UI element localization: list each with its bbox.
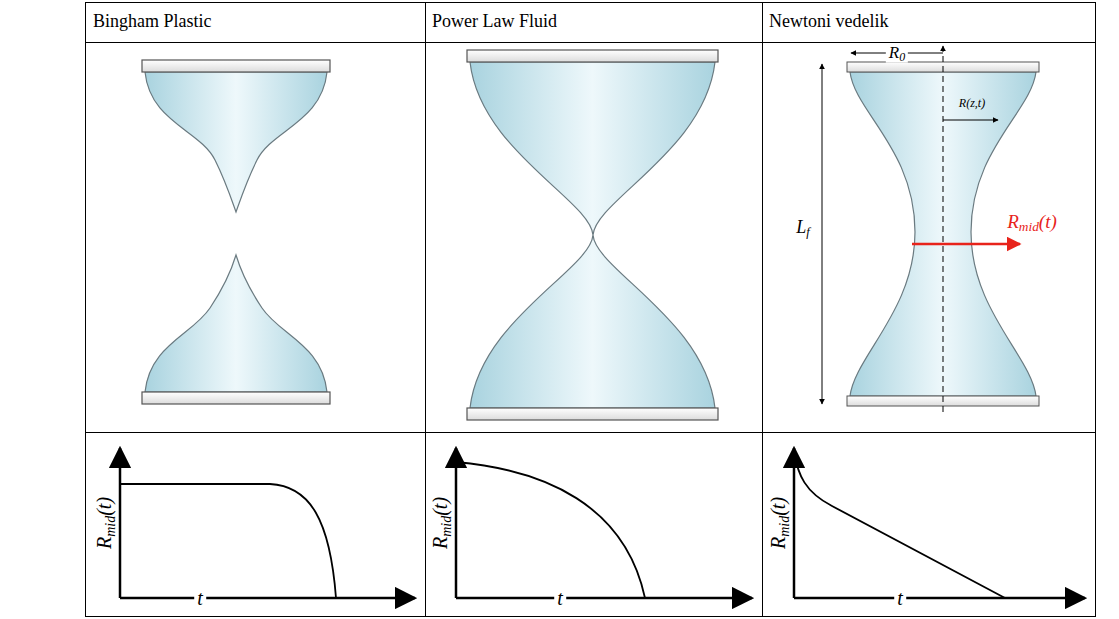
length-dimension [822, 64, 823, 225]
radius-arrow [943, 120, 998, 121]
radius-curve [120, 452, 1005, 598]
mid-radius-arrow [912, 243, 1020, 246]
column-header: Power Law Fluid [432, 12, 557, 32]
axis-label: t [894, 587, 906, 609]
axis-label: Rmid(t) [767, 497, 789, 549]
dimension-label: R(z,t) [959, 97, 985, 110]
column-header: Bingham Plastic [93, 12, 212, 32]
length-dimension [822, 225, 823, 404]
axis-label: t [194, 587, 206, 609]
axis-label: Rmid(t) [93, 497, 115, 549]
axis-label: t [554, 587, 566, 609]
table-grid [86, 3, 1096, 617]
axis-label: Rmid(t) [429, 497, 451, 549]
dimension-label: Rmid(t) [1007, 212, 1057, 233]
symmetry-axis [943, 46, 944, 412]
dimension-label: R0 [886, 44, 908, 63]
plot-axes [120, 448, 1085, 598]
newtonian-filament [822, 46, 1039, 412]
power-law-filament [467, 50, 718, 420]
bingham-filament [142, 60, 330, 404]
column-header: Newtoni vedelik [769, 12, 888, 32]
dimension-label: Lf [796, 218, 810, 238]
